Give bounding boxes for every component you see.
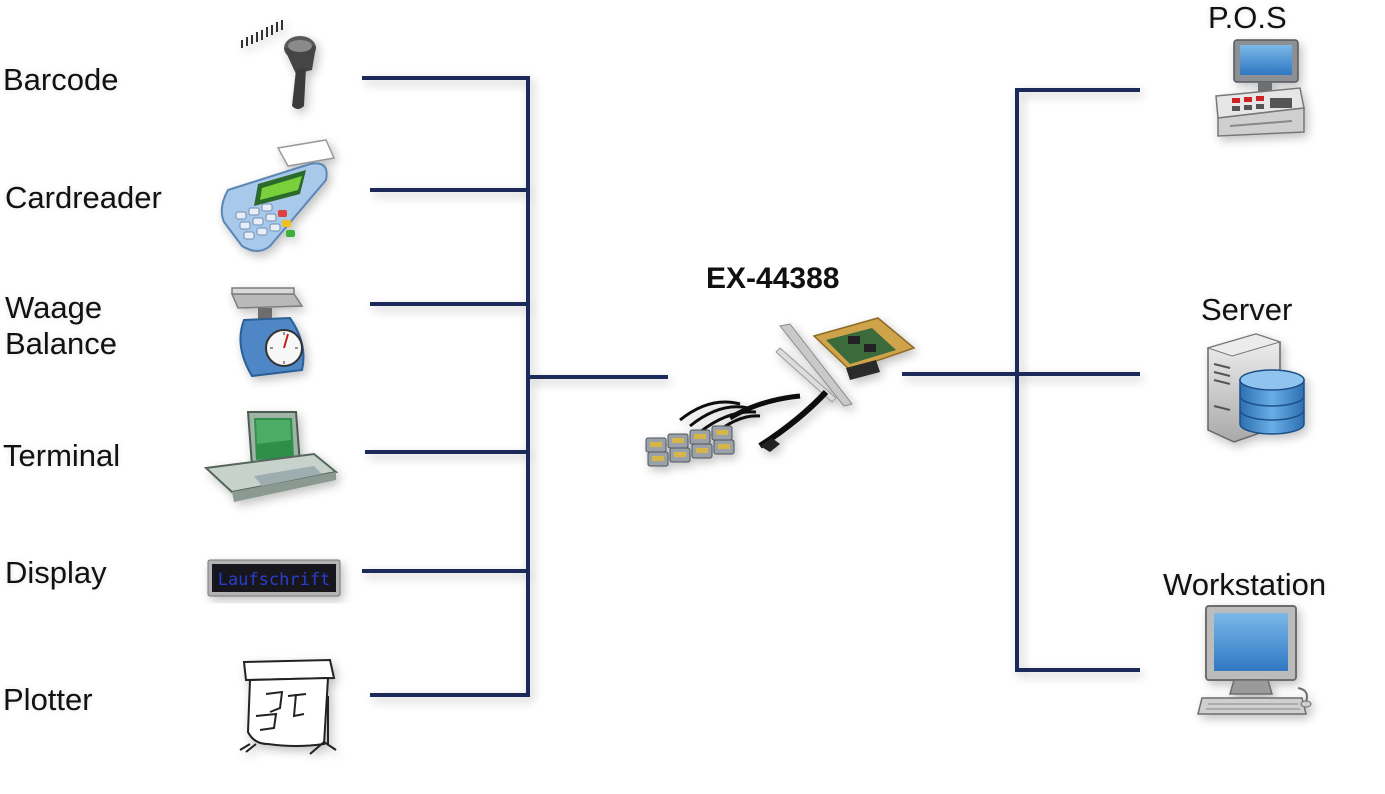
plotter-icon — [239, 658, 337, 755]
label-barcode: Barcode — [3, 62, 119, 97]
server-icon — [1206, 333, 1305, 443]
label-workstation: Workstation — [1163, 567, 1327, 602]
scale-icon — [230, 287, 305, 378]
label-terminal: Terminal — [3, 438, 121, 473]
pos-terminal-icon — [1215, 39, 1305, 137]
label-plotter: Plotter — [3, 682, 93, 717]
ex-44388-card-icon — [645, 317, 916, 467]
device-title: EX-44388 — [706, 262, 840, 295]
led-display-text: Laufschrift — [218, 570, 331, 590]
label-pos: P.O.S — [1208, 0, 1287, 35]
label-server: Server — [1201, 292, 1293, 327]
card-terminal-icon — [220, 139, 336, 252]
label-cardreader: Cardreader — [5, 180, 162, 215]
terminal-icon — [203, 411, 339, 502]
label-display: Display — [5, 555, 107, 590]
right-connection-bus — [902, 88, 1140, 672]
workstation-icon — [1197, 605, 1312, 715]
left-connection-bus — [362, 76, 668, 697]
label-waage-balance: Waage Balance — [5, 290, 118, 361]
led-display-icon: Laufschrift — [207, 559, 341, 597]
database-icon — [1239, 369, 1305, 435]
barcode-scanner-icon — [241, 20, 316, 109]
